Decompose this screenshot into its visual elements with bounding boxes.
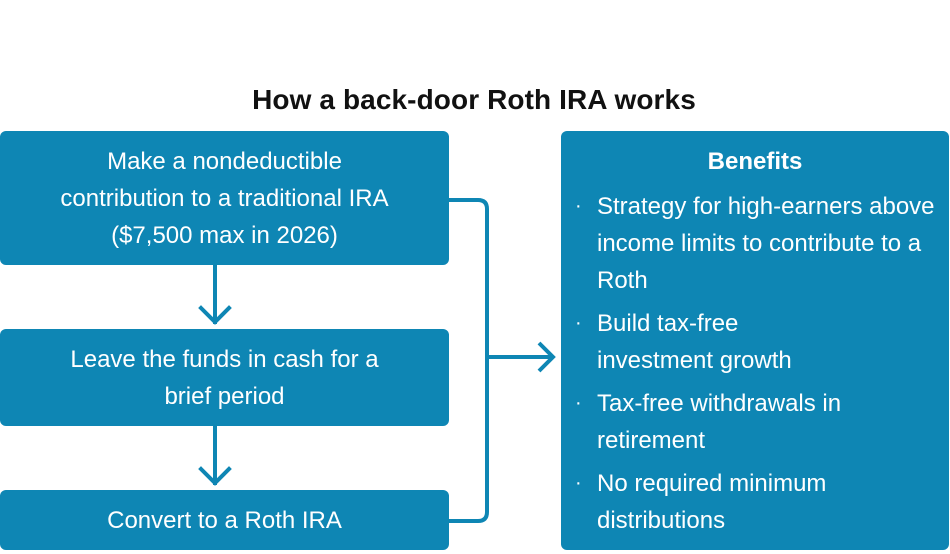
- diagram-title: How a back-door Roth IRA works: [252, 84, 696, 115]
- benefits-list: · Strategy for high-earners above income…: [575, 188, 937, 545]
- bullet-icon: ·: [575, 472, 582, 494]
- benefit-text: Strategy for high-earners above income l…: [597, 193, 935, 294]
- bullet-icon: ·: [575, 392, 582, 414]
- down-arrow-2: [198, 424, 232, 486]
- bullet-icon: ·: [575, 312, 582, 334]
- step-3-line: Convert to a Roth IRA: [107, 506, 342, 534]
- benefit-text: Build tax-free investment growth: [597, 310, 792, 374]
- bracket-connector: [449, 198, 556, 523]
- step-3-box: Convert to a Roth IRA: [0, 490, 449, 550]
- benefit-item: · No required minimum distributions: [575, 465, 897, 539]
- benefits-box: Benefits · Strategy for high-earners abo…: [561, 131, 949, 550]
- step-1-line: Make a nondeductible: [107, 147, 342, 175]
- step-2-line: Leave the funds in cash for a: [70, 345, 379, 373]
- benefit-text: Tax-free withdrawals in retirement: [597, 390, 842, 454]
- step-1-line: contribution to a traditional IRA: [60, 184, 389, 212]
- down-arrow-1: [198, 263, 232, 325]
- step-2-line: brief period: [164, 382, 285, 410]
- step-2-box: Leave the funds in cash for a brief peri…: [0, 329, 449, 426]
- step-1-line: ($7,500 max in 2026): [111, 221, 338, 249]
- step-1-box: Make a nondeductible contribution to a t…: [0, 131, 449, 265]
- bullet-icon: ·: [575, 195, 582, 217]
- benefit-text: No required minimum distributions: [597, 470, 827, 534]
- benefits-title: Benefits: [707, 148, 803, 175]
- benefit-item: · Strategy for high-earners above income…: [575, 188, 937, 299]
- benefit-item: · Build tax-free investment growth: [575, 305, 837, 379]
- benefit-item: · Tax-free withdrawals in retirement: [575, 385, 887, 459]
